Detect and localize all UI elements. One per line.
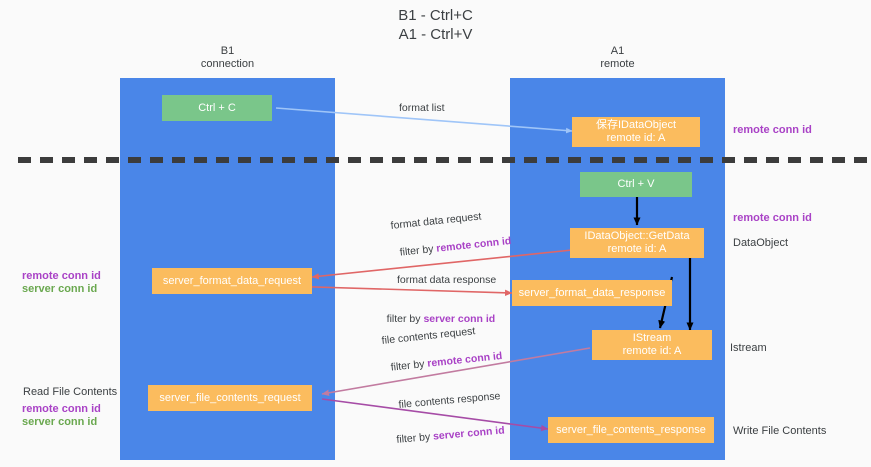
annotation-left-server-conn-id: server conn id <box>22 283 98 295</box>
arrow-format-list <box>275 107 573 134</box>
arrow-file-contents-response <box>321 398 549 432</box>
filter-prefix: filter by <box>386 313 424 325</box>
filter-prefix: filter by <box>399 242 437 259</box>
annotation-dataobject: DataObject <box>733 237 789 249</box>
arrow-file-contents-request <box>321 347 591 396</box>
annotation-left-server-conn-id-2: server conn id <box>22 416 98 428</box>
annotation-left-remote-conn-id-2: remote conn id <box>22 403 101 415</box>
page-title: B1 - Ctrl+C A1 - Ctrl+V <box>398 7 473 43</box>
filter-prefix: filter by <box>390 357 428 374</box>
filter-key-remote-conn-id: remote conn id <box>426 349 503 370</box>
annotation-write-file-contents: Write File Contents <box>733 425 827 437</box>
node-server-format-data-response[interactable]: server_format_data_response <box>512 280 672 306</box>
node-ctrl-v[interactable]: Ctrl + V <box>580 172 692 197</box>
lane-header-a1: A1 remote <box>600 45 635 70</box>
filter-prefix: filter by <box>395 430 434 446</box>
lane-header-b1: B1 connection <box>200 45 255 70</box>
edge-label-format-data-response-filter: filter by server conn id <box>375 298 496 340</box>
node-server-file-contents-request[interactable]: server_file_contents_request <box>148 385 312 411</box>
arrow-format-data-request <box>311 249 573 280</box>
annotation-left-remote-conn-id: remote conn id <box>22 270 101 282</box>
filter-key-server-conn-id: server conn id <box>423 313 496 325</box>
node-server-format-data-request[interactable]: server_format_data_request <box>152 268 312 294</box>
edge-label-format-data-response: format data response <box>397 274 497 286</box>
node-idataobject-store[interactable]: 保存IDataObject remote id: A <box>572 117 700 147</box>
edge-label-format-list: format list <box>399 102 445 114</box>
annotation-read-file-contents: Read File Contents <box>23 386 118 398</box>
filter-key-remote-conn-id: remote conn id <box>435 234 512 255</box>
annotation-remote-conn-id-top: remote conn id <box>733 124 812 136</box>
node-server-file-contents-response[interactable]: server_file_contents_response <box>548 417 714 443</box>
filter-key-server-conn-id: server conn id <box>432 424 506 443</box>
annotation-istream: Istream <box>730 342 767 354</box>
node-idataobject-getdata[interactable]: IDataObject::GetData remote id: A <box>570 228 704 258</box>
node-istream[interactable]: IStream remote id: A <box>592 330 712 360</box>
annotation-remote-conn-id-mid: remote conn id <box>733 212 812 224</box>
node-ctrl-c[interactable]: Ctrl + C <box>162 95 272 121</box>
